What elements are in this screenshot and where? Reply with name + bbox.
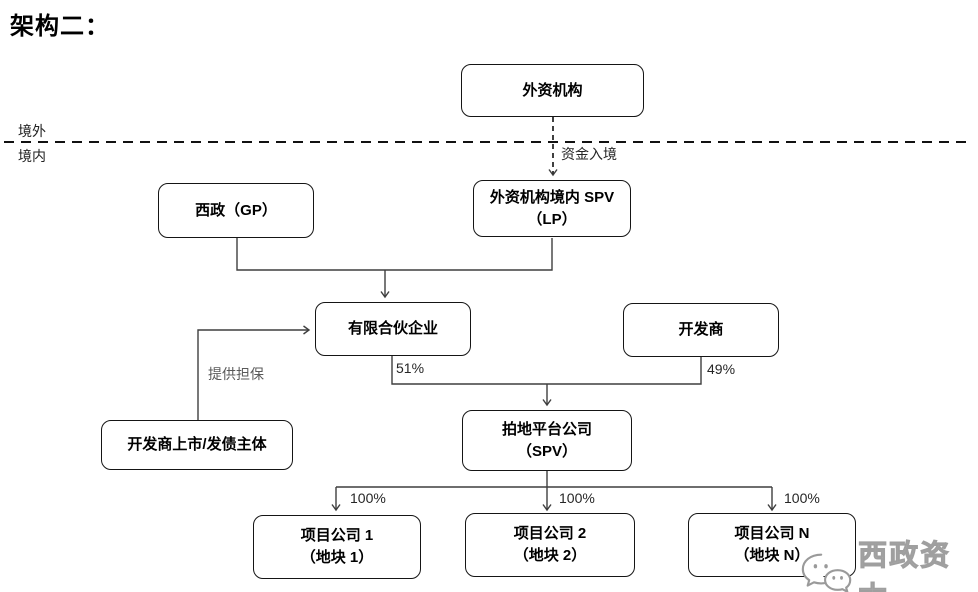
node-land-platform-spv: 拍地平台公司 （SPV） <box>462 410 632 471</box>
page-title: 架构二： <box>10 11 110 40</box>
region-label-offshore: 境外 <box>18 123 46 139</box>
node-project-company-2: 项目公司 2 （地块 2） <box>465 513 635 577</box>
region-label-onshore: 境内 <box>18 148 46 164</box>
node-label: 开发商 <box>678 321 724 339</box>
node-label: 外资机构 <box>522 81 583 99</box>
node-foreign-spv-lp: 外资机构境内 SPV （LP） <box>473 180 631 237</box>
node-label: 有限合伙企业 <box>347 320 438 338</box>
node-label-line1: 拍地平台公司 <box>501 420 592 438</box>
node-developer: 开发商 <box>623 303 779 357</box>
node-label-line2: （LP） <box>527 210 577 228</box>
edge-shareholder-bus <box>391 356 702 385</box>
edge-label-51pct: 51% <box>396 360 425 376</box>
edge-label-100pct-1: 100% <box>350 490 386 506</box>
edge-project-bus <box>336 471 772 488</box>
node-label-line2: （地块 2） <box>513 547 587 564</box>
edge-label-guarantee: 提供担保 <box>208 366 264 382</box>
node-xizheng-gp: 西政（GP） <box>158 183 314 238</box>
node-project-company-n: 项目公司 N （地块 N） <box>688 513 856 577</box>
node-developer-listed-entity: 开发商上市/发债主体 <box>101 420 293 470</box>
node-label-line1: 项目公司 2 <box>513 525 587 543</box>
edge-label-100pct-n: 100% <box>784 490 820 506</box>
edge-guarantee <box>197 325 311 420</box>
node-label: 西政（GP） <box>195 201 277 219</box>
node-label-line1: 项目公司 1 <box>300 527 374 545</box>
node-foreign-institution: 外资机构 <box>461 64 644 117</box>
node-label-line2: （地块 N） <box>734 547 810 564</box>
node-label: 开发商上市/发债主体 <box>127 436 267 454</box>
node-label-line2: （地块 1） <box>300 549 374 566</box>
node-label-line1: 外资机构境内 SPV <box>489 188 615 206</box>
edge-gp-lp-bus <box>236 238 553 271</box>
edge-label-100pct-2: 100% <box>559 490 595 506</box>
node-project-company-1: 项目公司 1 （地块 1） <box>253 515 421 579</box>
node-label-line1: 项目公司 N <box>734 525 810 543</box>
node-limited-partnership: 有限合伙企业 <box>315 302 471 356</box>
node-label-line2: （SPV） <box>516 442 577 460</box>
edge-label-capital-inflow: 资金入境 <box>561 146 617 162</box>
edge-label-49pct: 49% <box>707 361 736 377</box>
